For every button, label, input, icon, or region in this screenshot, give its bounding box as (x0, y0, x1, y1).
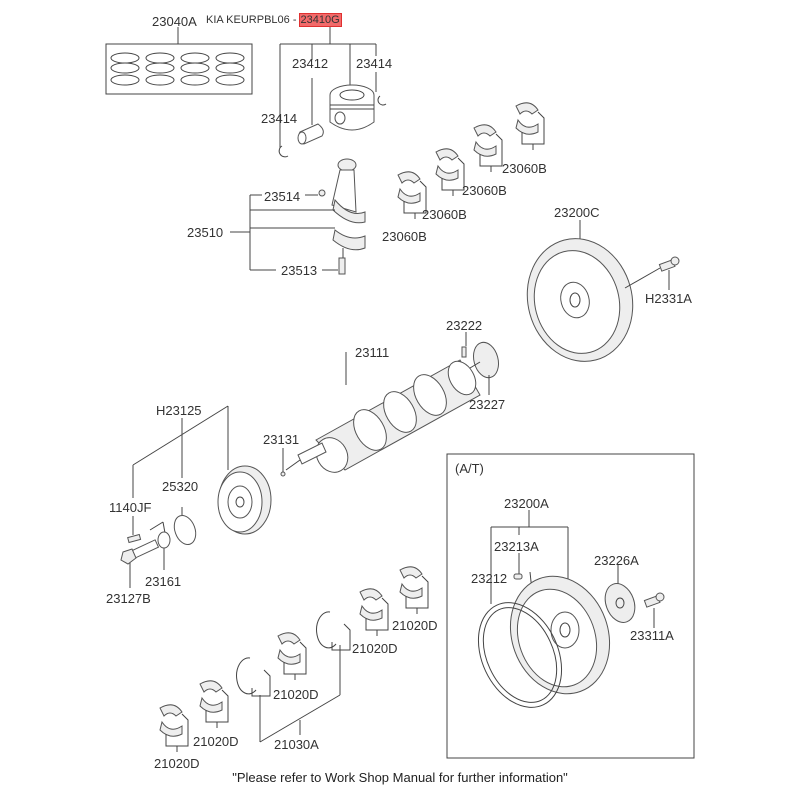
label-21020D-6[interactable]: 21020D (392, 618, 438, 633)
piston-ring-stack (215, 52, 245, 86)
label-23513[interactable]: 23513 (281, 263, 318, 278)
crank-plate-23227[interactable] (469, 340, 502, 395)
crankshaft-dowel-23222[interactable] (461, 332, 467, 358)
drive-plate-23200A[interactable] (494, 562, 625, 708)
at-box-title: (A/T) (455, 461, 484, 476)
damper-pulley-leaders (129, 405, 229, 588)
damper-pulley-H23125[interactable] (217, 465, 272, 535)
label-23040A[interactable]: 23040A (152, 14, 197, 29)
bolt-23311A[interactable] (643, 592, 665, 608)
piston-23410G[interactable] (329, 84, 375, 131)
label-23414-left[interactable]: 23414 (261, 111, 298, 126)
label-21020D-4[interactable]: 21020D (273, 687, 319, 702)
label-21020D-1[interactable]: 21020D (154, 756, 200, 771)
piston-assembly-leaders (279, 27, 377, 148)
label-23060B-2[interactable]: 23060B (422, 207, 467, 222)
flywheel-bolt-H2331A[interactable] (658, 256, 680, 290)
label-23212[interactable]: 23212 (471, 571, 508, 586)
label-23060B-3[interactable]: 23060B (462, 183, 507, 198)
at-box (446, 453, 695, 759)
dowel-23213A[interactable] (513, 573, 523, 580)
conrod-bearing-shell[interactable] (435, 148, 465, 196)
bolt-23127B[interactable] (120, 539, 160, 565)
label-23131[interactable]: 23131 (263, 432, 300, 447)
header-prefix: KIA KEURPBL06 - (206, 14, 300, 26)
label-H2331A[interactable]: H2331A (645, 291, 692, 306)
thrust-washer-leaders (259, 645, 341, 743)
label-23414-right[interactable]: 23414 (356, 56, 393, 71)
ring-gear-23212[interactable] (462, 589, 577, 721)
connecting-rod-assembly-23510[interactable] (318, 158, 366, 275)
label-23200C[interactable]: 23200C (554, 205, 600, 220)
snap-ring-23414-left[interactable] (278, 145, 289, 158)
label-23060B-4[interactable]: 23060B (502, 161, 547, 176)
thrust-washer-21030A[interactable] (236, 657, 271, 697)
pulley-plate-25320[interactable] (170, 512, 199, 547)
label-23514[interactable]: 23514 (264, 189, 301, 204)
main-bearings-21020D[interactable] (159, 566, 429, 752)
piston-ring-stack (110, 52, 140, 86)
adapter-plate-23226A[interactable] (600, 579, 640, 626)
bolt-1140JF[interactable] (127, 533, 142, 544)
label-23127B[interactable]: 23127B (106, 591, 151, 606)
conrod-bearings-23060B[interactable] (397, 102, 545, 219)
label-23227[interactable]: 23227 (469, 397, 506, 412)
main-bearing-shell[interactable] (199, 680, 229, 728)
label-23161[interactable]: 23161 (145, 574, 182, 589)
label-H23125[interactable]: H23125 (156, 403, 202, 418)
main-bearing-shell[interactable] (399, 566, 429, 614)
crankshaft-23111[interactable] (285, 352, 481, 478)
piston-ring-stack (145, 52, 175, 86)
label-23200A[interactable]: 23200A (504, 496, 549, 511)
piston-ring-stack (180, 52, 210, 86)
conrod-bearing-shell[interactable] (515, 102, 545, 150)
snap-ring-23414-right[interactable] (377, 95, 387, 106)
main-bearing-shell[interactable] (277, 632, 307, 680)
label-1140JF[interactable]: 1140JF (109, 500, 152, 515)
conrod-leaders (230, 194, 338, 271)
main-bearing-shell[interactable] (359, 588, 389, 636)
label-23111[interactable]: 23111 (355, 345, 390, 360)
main-bearing-shell[interactable] (159, 704, 189, 752)
piston-ring-set-23040A[interactable] (105, 27, 253, 95)
highlighted-part-number[interactable]: 23410G (298, 13, 342, 27)
label-23226A[interactable]: 23226A (594, 553, 639, 568)
label-21030A[interactable]: 21030A (274, 737, 319, 752)
diagram-header: KIA KEURPBL06 - 23410G (206, 13, 342, 27)
flywheel-23200C[interactable] (514, 220, 661, 373)
conrod-bearing-shell[interactable] (397, 171, 427, 219)
thrust-washer-21030A[interactable] (316, 611, 351, 651)
label-23510[interactable]: 23510 (187, 225, 224, 240)
washer-23161[interactable] (157, 531, 171, 549)
label-23311A[interactable]: 23311A (630, 628, 674, 643)
label-21020D-5[interactable]: 21020D (352, 641, 398, 656)
piston-pin-23412[interactable] (297, 123, 324, 145)
label-23222[interactable]: 23222 (446, 318, 483, 333)
label-23213A[interactable]: 23213A (494, 539, 539, 554)
label-21020D-3[interactable]: 21020D (193, 734, 239, 749)
label-25320[interactable]: 25320 (162, 479, 199, 494)
crank-pin-23131[interactable] (280, 448, 286, 477)
label-23060B-1[interactable]: 23060B (382, 229, 427, 244)
conrod-bearing-shell[interactable] (473, 124, 503, 172)
footer-note: "Please refer to Work Shop Manual for fu… (232, 770, 568, 785)
label-23412[interactable]: 23412 (292, 56, 329, 71)
